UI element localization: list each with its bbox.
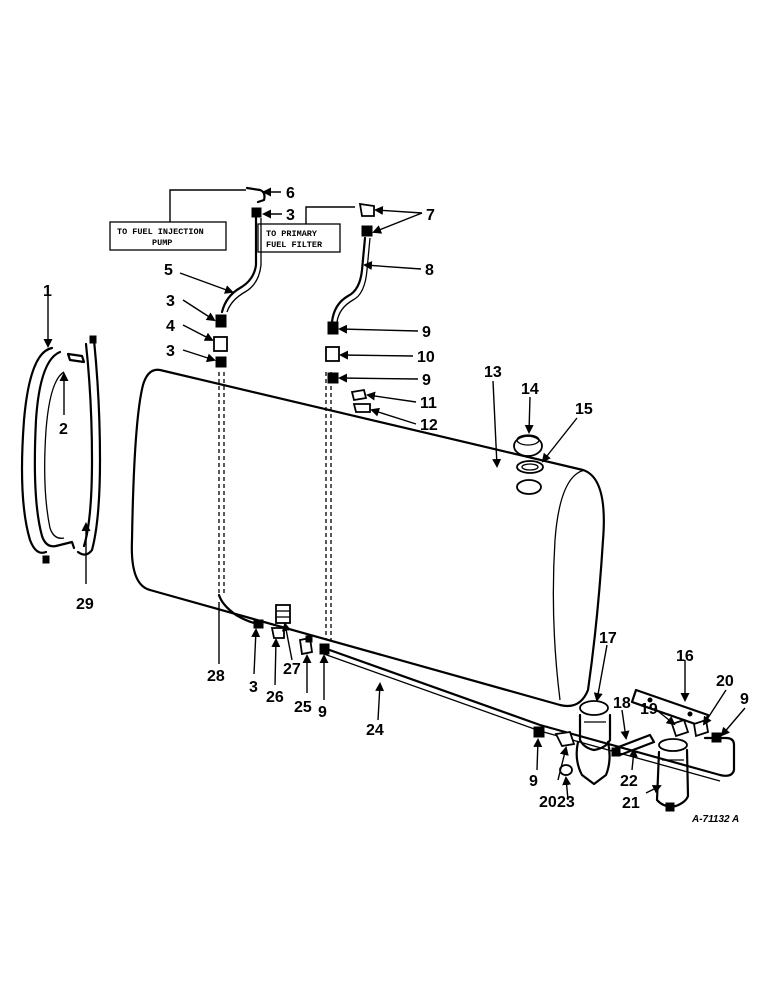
part-number-8: 8 — [425, 262, 434, 279]
part-number-9: 9 — [529, 773, 538, 790]
drain-cock-27 — [275, 604, 291, 624]
part-number-3: 3 — [249, 679, 258, 696]
tank-strap-front — [20, 346, 86, 564]
part-number-10: 10 — [417, 349, 435, 366]
part-number-29: 29 — [76, 596, 94, 613]
part-number-9: 9 — [422, 324, 431, 341]
callout-box-fuel-injection-pump: TO FUEL INJECTION PUMP — [109, 189, 246, 251]
part-number-23: 23 — [557, 794, 575, 811]
primary-filter-17 — [575, 700, 612, 786]
part-number-9: 9 — [422, 372, 431, 389]
fitting-9-right — [711, 732, 722, 743]
fuel-line-right — [325, 236, 371, 640]
part-number-7: 7 — [426, 207, 435, 224]
part-number-13: 13 — [484, 364, 502, 381]
fuel-line-28 — [217, 593, 264, 629]
part-number-16: 16 — [676, 648, 694, 665]
fuel-tank — [130, 368, 605, 708]
part-number-3: 3 — [286, 207, 295, 224]
part-number-4: 4 — [166, 318, 175, 335]
part-number-12: 12 — [420, 417, 438, 434]
fitting-19 — [670, 718, 690, 738]
filler-gasket — [516, 460, 544, 474]
part-number-3: 3 — [166, 293, 175, 310]
fitting-9-lower — [533, 726, 545, 738]
part-number-15: 15 — [575, 401, 593, 418]
part-number-5: 5 — [164, 262, 173, 279]
part-number-26: 26 — [266, 689, 284, 706]
part-number-22: 22 — [620, 773, 638, 790]
part-number-14: 14 — [521, 381, 539, 398]
part-number-2: 2 — [59, 421, 68, 438]
tank-strap-rear — [76, 335, 102, 556]
fitting-stack-right — [325, 321, 371, 413]
elbow-fitting-7 — [358, 202, 375, 237]
elbow-fitting-6 — [245, 186, 266, 218]
secondary-filter-21 — [655, 738, 690, 812]
tank-strap-insulator — [44, 371, 65, 539]
part-number-11: 11 — [420, 395, 437, 412]
part-number-3: 3 — [166, 343, 175, 360]
elbow-20-upper — [692, 718, 710, 738]
part-number-20: 20 — [539, 794, 557, 811]
elbow-20-lower — [554, 731, 576, 747]
part-number-6: 6 — [286, 185, 295, 202]
callout-line-1: TO PRIMARY — [266, 229, 318, 239]
callout-line-1: TO FUEL INJECTION — [117, 227, 204, 237]
part-number-21: 21 — [622, 795, 640, 812]
connector-18-22 — [611, 733, 656, 757]
leader-lines — [43, 187, 746, 801]
figure-reference-code: A-71132 A — [691, 814, 739, 825]
part-number-28: 28 — [207, 668, 225, 685]
callout-line-2: FUEL FILTER — [266, 240, 323, 250]
part-number-18: 18 — [613, 695, 631, 712]
part-number-17: 17 — [599, 630, 617, 647]
part-number-9: 9 — [318, 704, 327, 721]
fitting-stack-left — [213, 314, 228, 368]
part-number-labels: 1 2 6 3 7 5 8 3 4 3 9 10 9 11 12 13 14 1… — [43, 185, 749, 812]
part-number-19: 19 — [640, 701, 658, 718]
part-number-1: 1 — [43, 283, 52, 300]
fuel-line-left — [218, 216, 262, 595]
callout-line-2: PUMP — [152, 238, 172, 248]
part-number-24: 24 — [366, 722, 384, 739]
part-number-20: 20 — [716, 673, 734, 690]
part-number-25: 25 — [294, 699, 312, 716]
fitting-25 — [298, 635, 314, 656]
part-number-27: 27 — [283, 661, 301, 678]
part-number-9: 9 — [740, 691, 749, 708]
filler-cap — [513, 434, 543, 457]
fitting-26 — [270, 627, 285, 639]
callout-box-primary-fuel-filter: TO PRIMARY FUEL FILTER — [257, 206, 355, 253]
